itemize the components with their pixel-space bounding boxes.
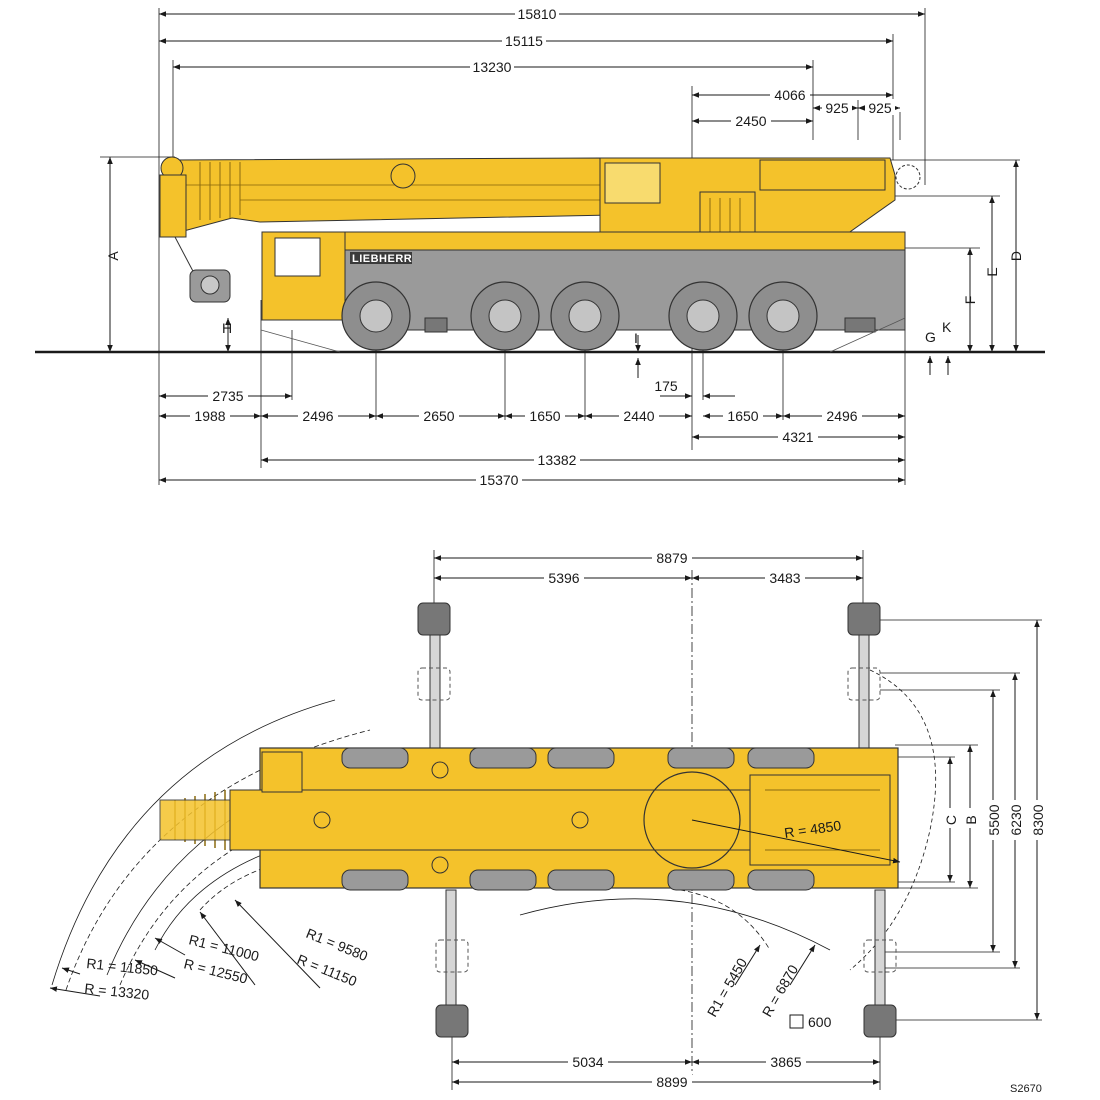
dim-8300: 8300 bbox=[1030, 804, 1046, 835]
radius-r-4850: R = 4850 bbox=[783, 817, 842, 841]
letter-G: G bbox=[925, 329, 936, 345]
figure-code: S2670 bbox=[1010, 1083, 1042, 1095]
square-pad-icon bbox=[789, 1014, 804, 1029]
dim-13382: 13382 bbox=[538, 452, 577, 468]
top-view-right-dim-labels: C B 5500 6230 8300 bbox=[943, 800, 1046, 840]
crane-top-illustration bbox=[159, 747, 901, 891]
pad-size-label: 600 bbox=[789, 1014, 832, 1030]
letter-D: D bbox=[1008, 251, 1024, 261]
dim-5396: 5396 bbox=[548, 570, 579, 586]
dim-925-b: 925 bbox=[868, 100, 892, 116]
dim-4321: 4321 bbox=[782, 429, 813, 445]
dim-2496-a: 2496 bbox=[302, 408, 333, 424]
dim-15115: 15115 bbox=[505, 33, 543, 49]
side-extension-lines bbox=[100, 8, 1020, 485]
letter-E: E bbox=[984, 267, 1000, 276]
dim-letter-C: C bbox=[943, 815, 959, 825]
radius-r1-11850: R1 = 11850 bbox=[86, 955, 159, 978]
dim-1988: 1988 bbox=[194, 408, 225, 424]
letter-F: F bbox=[962, 296, 978, 305]
side-top-dim-labels: 15810 15115 13230 4066 925 925 2450 bbox=[470, 5, 895, 129]
side-bottom-dim-labels: 2735 1988 2496 2650 1650 2440 175 1650 2… bbox=[190, 378, 862, 488]
dim-4066: 4066 bbox=[774, 87, 805, 103]
letter-K: K bbox=[942, 319, 952, 335]
dim-2450: 2450 bbox=[735, 113, 766, 129]
side-view: 15810 15115 13230 4066 925 925 2450 bbox=[35, 5, 1045, 488]
crane-side-illustration: LIEBHERR bbox=[159, 156, 921, 353]
dim-13230: 13230 bbox=[473, 59, 512, 75]
outriggers bbox=[417, 602, 897, 1038]
dim-15810: 15810 bbox=[518, 6, 557, 22]
dim-925-a: 925 bbox=[825, 100, 849, 116]
dim-175: 175 bbox=[654, 378, 678, 394]
dim-1650-a: 1650 bbox=[529, 408, 560, 424]
radius-leaders bbox=[49, 899, 816, 997]
dim-6230: 6230 bbox=[1008, 804, 1024, 835]
top-view-bottom-dim-labels: 5034 3865 8899 bbox=[568, 1054, 806, 1090]
dim-1650-b: 1650 bbox=[727, 408, 758, 424]
liebherr-brand-text: LIEBHERR bbox=[352, 253, 412, 265]
radius-r-6870: R = 6870 bbox=[759, 962, 802, 1020]
dim-5034: 5034 bbox=[572, 1054, 603, 1070]
letter-H: H bbox=[222, 320, 232, 336]
dim-letter-B: B bbox=[963, 815, 979, 824]
top-view-top-dim-labels: 8879 5396 3483 bbox=[544, 550, 805, 586]
top-wheels bbox=[341, 747, 815, 891]
letter-A: A bbox=[105, 251, 121, 261]
top-view: 8879 5396 3483 bbox=[49, 550, 1046, 1090]
dim-8879: 8879 bbox=[656, 550, 687, 566]
letter-I: I bbox=[634, 330, 638, 346]
dim-5500: 5500 bbox=[986, 804, 1002, 835]
radius-r1-5450: R1 = 5450 bbox=[704, 955, 750, 1019]
dim-2735: 2735 bbox=[212, 388, 243, 404]
radius-r-12550: R = 12550 bbox=[182, 955, 249, 986]
dim-2650: 2650 bbox=[423, 408, 454, 424]
radius-r-13320: R = 13320 bbox=[84, 980, 151, 1003]
dim-2496-b: 2496 bbox=[826, 408, 857, 424]
dim-15370: 15370 bbox=[480, 472, 519, 488]
dim-3865: 3865 bbox=[770, 1054, 801, 1070]
side-top-dim-lines bbox=[159, 11, 925, 124]
pad-size-600: 600 bbox=[808, 1014, 832, 1030]
dim-8899: 8899 bbox=[656, 1074, 687, 1090]
side-letter-dim-lines bbox=[107, 157, 1019, 378]
dim-3483: 3483 bbox=[769, 570, 800, 586]
side-letters: A D E F G H I K bbox=[105, 251, 1024, 346]
dim-2440: 2440 bbox=[623, 408, 654, 424]
